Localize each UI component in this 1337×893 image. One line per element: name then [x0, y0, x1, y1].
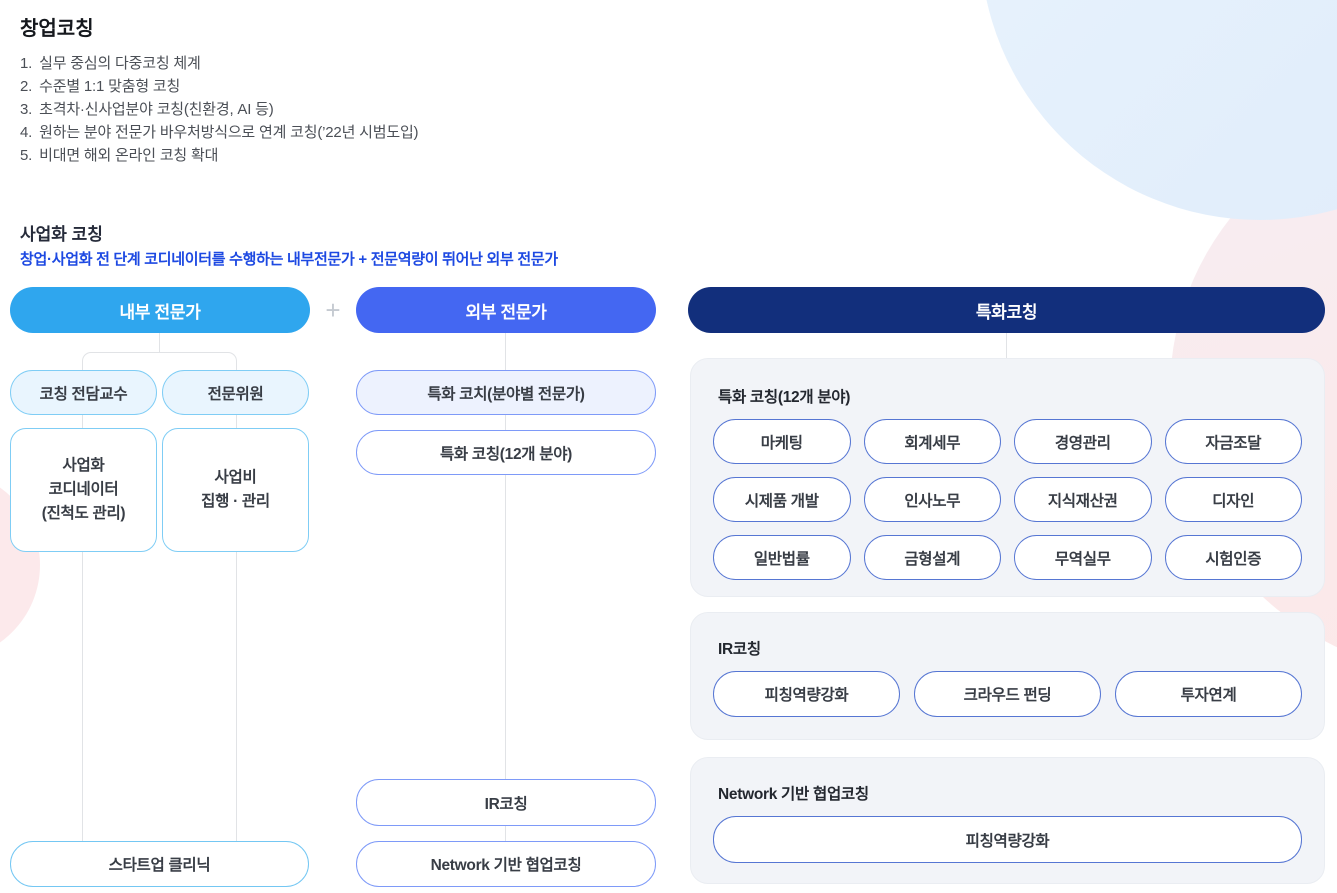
field-pill-prototype: 시제품 개발: [713, 477, 851, 522]
field-pill-hr-labor: 인사노무: [863, 477, 1001, 522]
node-ir-coaching: IR코칭: [356, 779, 656, 826]
list-item: 2. 수준별 1:1 맞춤형 코칭: [20, 75, 418, 98]
connector-bracket: [82, 352, 237, 364]
list-item-number: 1.: [20, 55, 33, 72]
ir-pill-pitching: 피칭역량강화: [713, 671, 900, 717]
list-item-text: 원하는 분야 전문가 바우처방식으로 연계 코칭(’22년 시범도입): [39, 124, 419, 141]
coaching-feature-list: 1. 실무 중심의 다중코칭 체계 2. 수준별 1:1 맞춤형 코칭 3. 초…: [20, 52, 419, 167]
connector-line: [159, 332, 160, 353]
panel-title: Network 기반 협업코칭: [718, 786, 869, 803]
ir-pill-crowdfunding: 크라우드 펀딩: [914, 671, 1101, 717]
field-pill-mold-design: 금형설계: [863, 535, 1001, 580]
list-item: 3. 초격차·신사업분야 코칭(친환경, AI 등): [20, 98, 418, 121]
plus-icon: +: [325, 294, 341, 325]
list-item-text: 비대면 해외 온라인 코칭 확대: [39, 147, 219, 164]
header-external-experts: 외부 전문가: [356, 287, 656, 333]
field-pill-marketing: 마케팅: [713, 419, 851, 464]
ir-pill-row: 피칭역량강화 크라우드 펀딩 투자연계: [713, 671, 1302, 717]
network-pill-row: 피칭역량강화: [713, 816, 1302, 863]
field-pill-grid: 마케팅 회계세무 경영관리 자금조달 시제품 개발 인사노무 지식재산권 디자인…: [713, 419, 1302, 580]
connector-line: [1006, 332, 1007, 358]
header-special-coaching: 특화코칭: [688, 287, 1325, 333]
panel-special-coaching-fields: 특화 코칭(12개 분야) 마케팅 회계세무 경영관리 자금조달 시제품 개발 …: [690, 358, 1325, 597]
node-commercialization-coordinator: 사업화 코디네이터 (진척도 관리): [10, 428, 157, 552]
header-internal-experts: 내부 전문가: [10, 287, 310, 333]
field-pill-general-law: 일반법률: [713, 535, 851, 580]
section-title: 사업화 코칭: [20, 225, 103, 244]
node-expert-committee: 전문위원: [162, 370, 309, 415]
node-special-coaching-12: 특화 코칭(12개 분야): [356, 430, 656, 475]
list-item-text: 수준별 1:1 맞춤형 코칭: [39, 78, 181, 95]
ir-pill-investment: 투자연계: [1115, 671, 1302, 717]
field-pill-ip-rights: 지식재산권: [1014, 477, 1152, 522]
node-special-coach: 특화 코치(분야별 전문가): [356, 370, 656, 415]
list-item: 4. 원하는 분야 전문가 바우처방식으로 연계 코칭(’22년 시범도입): [20, 121, 419, 144]
connector-line: [82, 362, 83, 843]
list-item-number: 5.: [20, 147, 33, 164]
panel-title: 특화 코칭(12개 분야): [718, 389, 851, 406]
network-pill-pitching: 피칭역량강화: [713, 816, 1302, 863]
page-title: 창업코칭: [20, 18, 94, 40]
field-pill-trade: 무역실무: [1014, 535, 1152, 580]
panel-ir-coaching: IR코칭 피칭역량강화 크라우드 펀딩 투자연계: [690, 612, 1325, 740]
node-budget-management: 사업비 집행 · 관리: [162, 428, 309, 552]
connector-line: [236, 362, 237, 843]
connector-line: [505, 332, 506, 843]
section-subtitle: 창업·사업화 전 단계 코디네이터를 수행하는 내부전문가 + 전문역량이 뛰어…: [20, 251, 558, 268]
list-item-number: 4.: [20, 124, 33, 141]
panel-network-coaching: Network 기반 협업코칭 피칭역량강화: [690, 757, 1325, 884]
panel-title: IR코칭: [718, 641, 761, 658]
list-item-text: 초격차·신사업분야 코칭(친환경, AI 등): [39, 101, 274, 118]
node-network-coaching: Network 기반 협업코칭: [356, 841, 656, 887]
node-startup-clinic: 스타트업 클리닉: [10, 841, 309, 887]
list-item-text: 실무 중심의 다중코칭 체계: [39, 55, 201, 72]
field-pill-funding: 자금조달: [1164, 419, 1302, 464]
field-pill-design: 디자인: [1164, 477, 1302, 522]
node-coaching-professor: 코칭 전담교수: [10, 370, 157, 415]
field-pill-management: 경영관리: [1014, 419, 1152, 464]
list-item: 1. 실무 중심의 다중코칭 체계: [20, 52, 418, 75]
list-item: 5. 비대면 해외 온라인 코칭 확대: [20, 144, 418, 167]
list-item-number: 2.: [20, 78, 33, 95]
list-item-number: 3.: [20, 101, 33, 118]
field-pill-certification: 시험인증: [1164, 535, 1302, 580]
field-pill-accounting-tax: 회계세무: [863, 419, 1001, 464]
decor-blue-circle-top-right: [980, 0, 1337, 220]
